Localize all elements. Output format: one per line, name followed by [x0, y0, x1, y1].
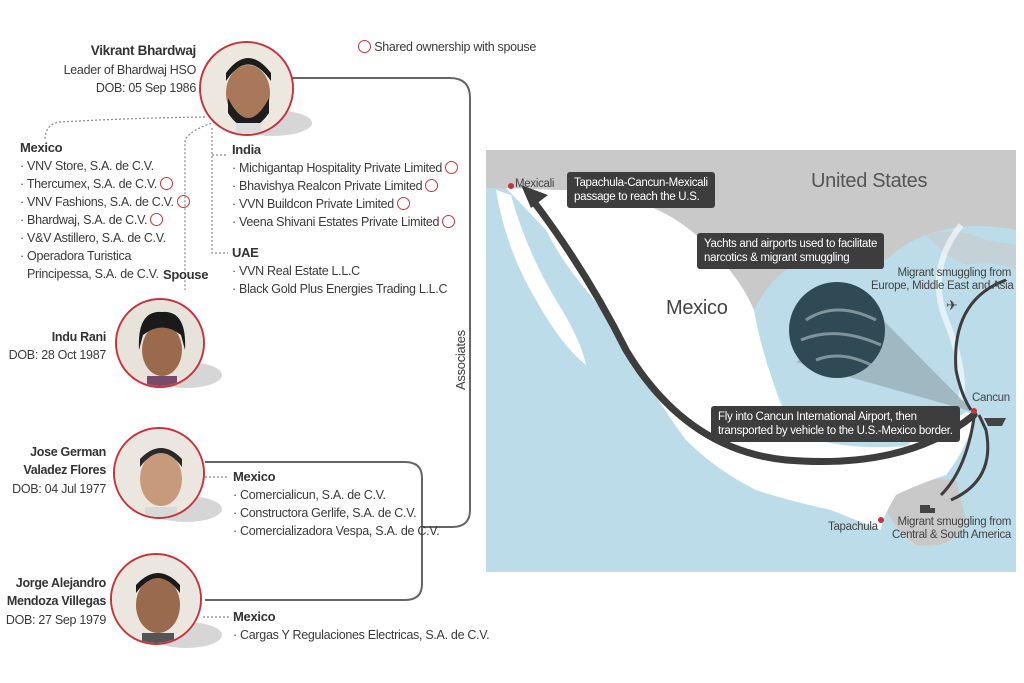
- company-name: Constructora Gerlife, S.A. de C.V.: [240, 506, 417, 520]
- company-name: VNV Store, S.A. de C.V.: [27, 159, 154, 173]
- legend-label: Shared ownership with spouse: [374, 40, 537, 54]
- company-item: Thercumex, S.A. de C.V.: [20, 175, 190, 193]
- spouse-photo: [115, 298, 205, 388]
- company-name: VVN Real Estate L.L.C: [239, 264, 360, 278]
- city-marker-tapachula: [878, 517, 884, 523]
- airplane-icon: ✈: [946, 297, 958, 313]
- shared-ownership-ring-icon: [160, 177, 174, 190]
- city-tapachula: Tapachula: [828, 521, 878, 533]
- associates-label: Associates: [453, 330, 468, 390]
- shared-ownership-ring-icon: [442, 215, 456, 228]
- company-item: Comercialicun, S.A. de C.V.: [233, 486, 439, 504]
- associate2-photo: [110, 553, 202, 645]
- leader-name: Vikrant Bhardwaj: [90, 43, 197, 58]
- uae-heading: UAE: [232, 245, 259, 260]
- associate1-photo: [113, 427, 205, 519]
- associate1-dob: DOB: 04 Jul 1977: [12, 482, 106, 496]
- company-item: Operadora Turistica: [20, 247, 190, 265]
- person-portrait-icon: [201, 43, 292, 134]
- shared-ownership-ring-icon: [425, 179, 439, 192]
- legend: Shared ownership with spouse: [355, 38, 536, 56]
- company-name: VVN Buildcon Private Limited: [239, 197, 394, 211]
- company-item: VVN Real Estate L.L.C: [232, 262, 447, 280]
- spouse-label: Spouse: [163, 267, 209, 282]
- map-geography: ✈: [486, 150, 1016, 546]
- company-item: Constructora Gerlife, S.A. de C.V.: [233, 504, 439, 522]
- associate1-name-line2: Valadez Flores: [23, 463, 106, 477]
- shared-ownership-ring-icon: [176, 195, 190, 208]
- leader-mexico-companies: Mexico VNV Store, S.A. de C.V. Thercumex,…: [20, 139, 190, 283]
- company-name: Principessa, S.A. de C.V.: [27, 267, 159, 281]
- route-arrow: [527, 194, 978, 466]
- shared-ownership-ring-icon: [396, 197, 410, 210]
- company-item: Michigantap Hospitality Private Limited: [232, 159, 459, 177]
- company-item: VVN Buildcon Private Limited: [232, 195, 458, 213]
- company-name: V&V Astillero, S.A. de C.V.: [27, 231, 166, 245]
- company-name: Bhavishya Realcon Private Limited: [239, 179, 423, 193]
- associate2-companies: Mexico Cargas Y Regulaciones Electricas,…: [233, 608, 490, 644]
- company-item: VNV Store, S.A. de C.V.: [20, 157, 190, 175]
- leader-role: Leader of Bhardwaj HSO: [63, 63, 197, 77]
- marina-aerial-photo: [789, 282, 885, 378]
- company-item: Bhavishya Realcon Private Limited: [232, 177, 458, 195]
- company-name: Comercialicun, S.A. de C.V.: [240, 488, 386, 502]
- route-arrowhead: [521, 185, 548, 208]
- shared-ownership-ring-icon: [358, 40, 371, 53]
- city-mexicali: Mexicali: [515, 178, 555, 190]
- company-name: Comercializadora Vespa, S.A. de C.V.: [240, 524, 440, 538]
- mexico-heading: Mexico: [233, 609, 276, 624]
- spouse-dob: DOB: 28 Oct 1987: [8, 348, 107, 362]
- company-item: Cargas Y Regulaciones Electricas, S.A. d…: [233, 626, 490, 644]
- associate2-dob: DOB: 27 Sep 1979: [5, 613, 106, 627]
- company-name: Black Gold Plus Energies Trading L.L.C: [239, 282, 448, 296]
- company-item: Comercializadora Vespa, S.A. de C.V.: [233, 522, 440, 540]
- label-mexico: Mexico: [666, 297, 728, 319]
- shared-ownership-ring-icon: [150, 213, 164, 226]
- migrant-route-central: [950, 414, 990, 502]
- person-portrait-icon: [117, 300, 203, 386]
- company-item: Bhardwaj, S.A. de C.V.: [20, 211, 190, 229]
- spouse-name: Indu Rani: [51, 330, 107, 344]
- company-name: Operadora Turistica: [27, 249, 132, 263]
- leader-uae-companies: UAE VVN Real Estate L.L.C Black Gold Plus…: [232, 244, 448, 298]
- company-item: V&V Astillero, S.A. de C.V.: [20, 229, 190, 247]
- shared-ownership-ring-icon: [445, 161, 459, 174]
- associate1-companies: Mexico Comercialicun, S.A. de C.V. Constr…: [233, 468, 440, 540]
- smuggling-route-map: ✈ United States Mexico Mexicali Cancun T…: [486, 150, 1016, 572]
- associate2-name-line2: Mendoza Villegas: [6, 594, 106, 608]
- ship-icon: [984, 418, 1006, 426]
- label-united-states: United States: [811, 170, 928, 192]
- mexico-heading: Mexico: [233, 469, 276, 484]
- company-name: Michigantap Hospitality Private Limited: [239, 161, 443, 175]
- company-name: Cargas Y Regulaciones Electricas, S.A. d…: [240, 628, 490, 642]
- company-item: Principessa, S.A. de C.V.: [20, 265, 190, 283]
- company-item: Black Gold Plus Energies Trading L.L.C: [232, 280, 447, 298]
- mexico-heading: Mexico: [20, 140, 63, 155]
- company-name: VNV Fashions, S.A. de C.V.: [27, 195, 174, 209]
- associate1-name-line1: Jose German: [30, 445, 106, 459]
- india-heading: India: [232, 142, 261, 157]
- leader-dob: DOB: 05 Sep 1986: [95, 81, 196, 95]
- company-name: Thercumex, S.A. de C.V.: [26, 177, 158, 191]
- company-item: VNV Fashions, S.A. de C.V.: [20, 193, 190, 211]
- city-marker-mexicali: [508, 183, 514, 189]
- migrant-route-europe: [954, 278, 1007, 411]
- truck-icon: [920, 505, 935, 513]
- leader-india-companies: India Michigantap Hospitality Private Li…: [232, 141, 459, 231]
- city-marker-cancun: [971, 408, 977, 414]
- company-name: Bhardwaj, S.A. de C.V.: [27, 213, 148, 227]
- leader-photo: [199, 41, 294, 136]
- associate2-name-line1: Jorge Alejandro: [15, 576, 107, 590]
- callout-fly: Fly into Cancun International Airport, t…: [711, 406, 960, 442]
- city-cancun: Cancun: [972, 392, 1010, 404]
- person-portrait-icon: [115, 429, 203, 517]
- person-portrait-icon: [112, 555, 200, 643]
- company-item: Veena Shivani Estates Private Limited: [232, 213, 458, 231]
- company-name: Veena Shivani Estates Private Limited: [239, 215, 440, 229]
